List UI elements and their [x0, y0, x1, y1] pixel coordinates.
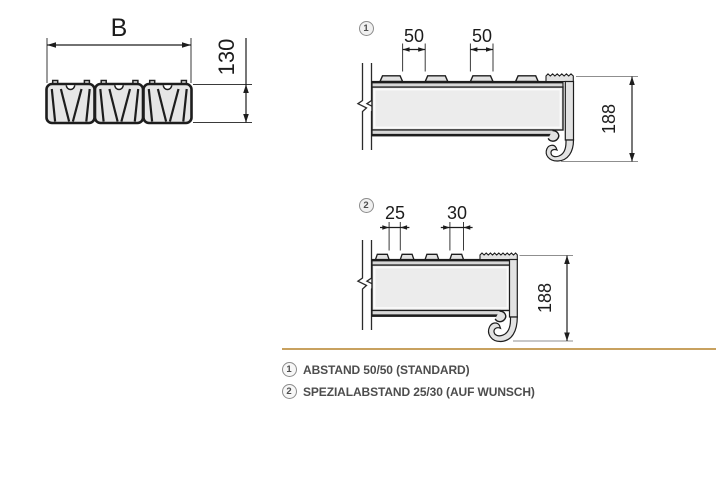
legend-item-2-text: SPEZIALABSTAND 25/30 (AUF WUNSCH): [303, 385, 535, 399]
step-profile-variant-2: [356, 222, 573, 343]
divider-line: [282, 348, 716, 350]
gap-50-dimension-line: [402, 43, 426, 72]
variant1-pad-dim-label: 50: [471, 26, 493, 46]
b-dimension-line: [46, 38, 192, 83]
pad-50-dimension-line: [469, 43, 494, 72]
gap-25-dimension-line: [380, 222, 410, 251]
height-188-dimension-line-2: [513, 255, 573, 342]
nose-hook: [545, 139, 575, 162]
profile-body: [371, 86, 564, 131]
variant-2-badge: 2: [358, 197, 374, 213]
variant2-height-dim-label: 188: [535, 282, 555, 314]
nose-edge-band: [508, 258, 518, 318]
height-130-dimension-line: [193, 38, 252, 123]
nose-serration: [545, 73, 574, 83]
nose-hook: [488, 316, 518, 343]
height-188-dimension-line-1: [561, 76, 638, 162]
anti-slip-pads: [374, 253, 465, 261]
legend-item-2-badge: 2: [281, 383, 297, 399]
legend-item-1-text: ABSTAND 50/50 (STANDARD): [303, 363, 470, 377]
nose-edge-band: [564, 80, 575, 141]
flange-end-curl: [494, 310, 507, 323]
mat-cross-section: [45, 38, 252, 125]
variant-1-badge: 1: [358, 20, 374, 36]
legend-item-1-badge: 1: [281, 361, 297, 377]
flange-end-curl: [547, 129, 560, 142]
rubber-profile-blocks: [45, 79, 193, 125]
rubber-block: [45, 79, 96, 125]
height-label-130: 130: [214, 38, 239, 76]
variant2-gap-dim-label: 25: [384, 203, 406, 223]
rubber-block: [142, 79, 193, 125]
pad-30-dimension-line: [440, 222, 473, 251]
variant1-gap-dim-label: 50: [403, 26, 425, 46]
step-profile-variant-1: [356, 43, 638, 162]
nose-serration: [479, 252, 518, 261]
profile-body: [371, 264, 511, 312]
profile-body-highlight: [373, 266, 509, 309]
variant2-pad-dim-label: 30: [446, 203, 468, 223]
rubber-block: [93, 79, 145, 125]
width-label-b: B: [110, 14, 128, 42]
variant1-height-dim-label: 188: [599, 103, 619, 135]
anti-slip-pads: [378, 75, 540, 83]
profile-body-highlight: [373, 88, 562, 129]
